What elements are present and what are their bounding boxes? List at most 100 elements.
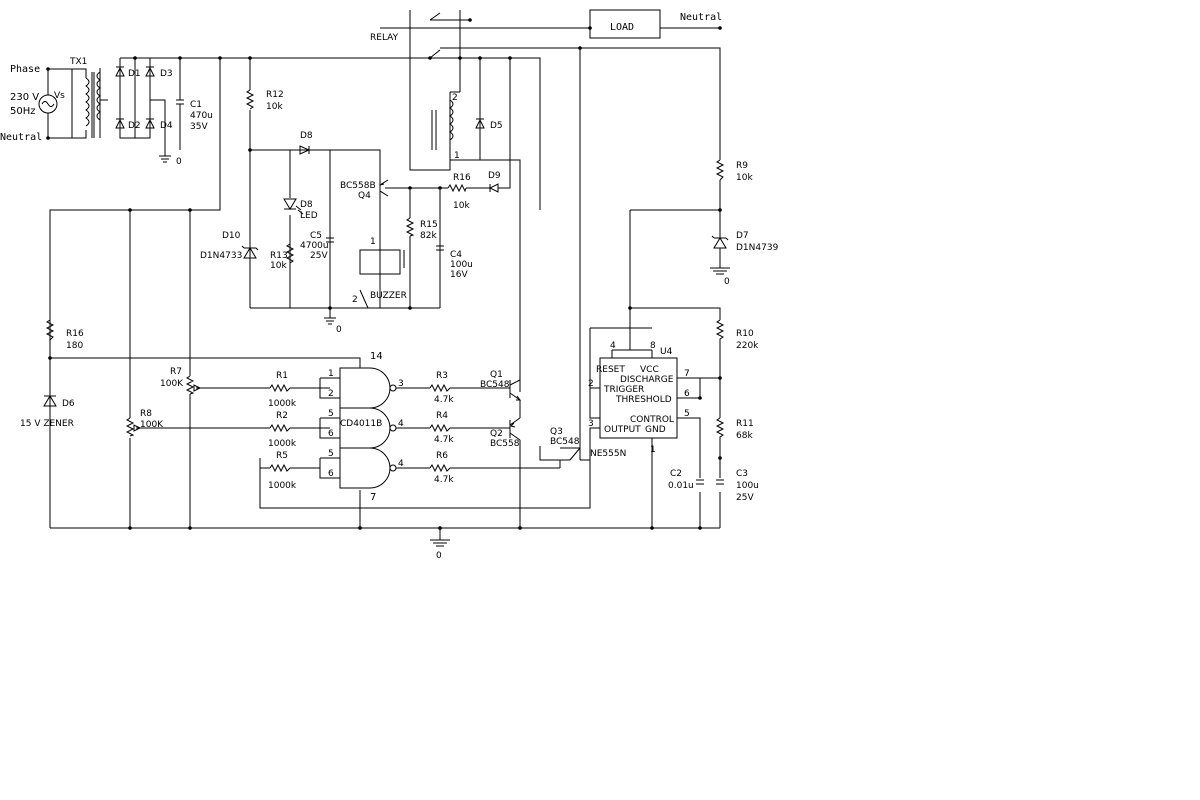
zener-d7 [711,235,729,249]
capacitor-c3 [716,479,724,485]
nand-gate-ic [339,367,397,489]
load-label: LOAD [610,22,634,33]
r6-label: R6 [436,451,448,461]
potentiometer-r7 [185,375,202,395]
phase-label: Phase [10,64,40,75]
r15-label: R15 [420,220,438,230]
resistor-r1 [269,383,291,393]
junction-dots [46,18,722,530]
d6-label: D6 [62,399,75,409]
neutral-output-label: Neutral [680,12,722,23]
bridge-rectifier [115,66,155,129]
transformer-label: TX1 [69,57,87,67]
resistor-r16-10k [447,183,467,193]
d5-label: D5 [490,121,503,131]
source-frequency-label: 50Hz [10,106,36,117]
d10-label: D10 [222,231,241,241]
d1-label: D1 [128,69,141,79]
load-box [589,9,661,39]
c1-voltage: 35V [190,122,208,132]
r1-value: 1000k [268,399,297,409]
r12-label: R12 [266,90,284,100]
led-label: LED [300,211,318,221]
r7-value: 100K [160,379,184,389]
gate1-pin-b: 2 [328,389,334,399]
capacitor-c4 [436,245,444,251]
d10-type: D1N4733 [200,251,242,261]
timer-reset: RESET [596,365,625,375]
r8-label: R8 [140,409,152,419]
gate3-pin-out: 4 [398,459,404,469]
resistor-r16-180 [45,319,55,341]
timer-output: OUTPUT [604,425,641,435]
buzzer [359,249,405,309]
d9-label: D9 [488,171,501,181]
r7-label: R7 [170,367,182,377]
r16a-value: 180 [66,341,83,351]
d3-label: D3 [160,69,173,79]
c5-value: 4700u [300,241,329,251]
diode-d8-series [299,145,311,155]
relay-pin-1: 1 [454,151,460,161]
r10-value: 220k [736,341,759,351]
ground-4-label: 0 [436,551,442,561]
led-d8 [283,198,304,215]
q4-type: BC558B [340,181,376,191]
resistor-r5 [269,463,291,473]
resistor-r12 [245,89,255,110]
source-voltage-label: 230 V [10,92,39,103]
relay-pin-2: 2 [452,93,458,103]
c4-value: 100u [450,260,473,270]
potentiometer-r8 [125,417,142,437]
timer-vcc: VCC [640,365,659,375]
ground-1-label: 0 [176,157,182,167]
gate1-pin-out: 3 [398,379,404,389]
r6-value: 4.7k [434,475,454,485]
gate-ic-gnd-pin: 7 [370,492,376,503]
resistor-r4 [429,423,451,433]
gate-ic-name: CD4011B [340,419,382,429]
r11-value: 68k [736,431,753,441]
gate3-pin-b: 6 [328,469,334,479]
c1-value: 470u [190,111,213,121]
r11-label: R11 [736,419,754,429]
ground-2-label: 0 [336,325,342,335]
timer-pin-2: 2 [588,379,594,389]
q1-label: Q1 [490,370,503,380]
resistor-r2 [269,423,291,433]
c3-value: 100u [736,481,759,491]
zener-d6 [43,395,57,407]
c2-value: 0.01u [668,481,694,491]
source-ref-label: Vs [54,91,65,101]
q4-label: Q4 [358,191,371,201]
gate2-pin-out: 4 [398,419,404,429]
r3-label: R3 [436,371,448,381]
diode-d9 [488,183,499,193]
d4-label: D4 [160,121,173,131]
timer-pin-4: 4 [610,341,616,351]
r16b-value: 10k [453,201,470,211]
gate2-pin-b: 6 [328,429,334,439]
c4-voltage: 16V [450,270,468,280]
r10-label: R10 [736,329,754,339]
transistor-q2 [509,417,521,441]
r9-value: 10k [736,173,753,183]
resistor-r6 [429,463,451,473]
gate2-pin-a: 5 [328,409,334,419]
q2-type: BC558 [490,439,520,449]
capacitor-c5 [326,237,334,243]
neutral-input-label: Neutral [0,132,42,143]
resistor-r10 [715,319,725,352]
resistor-r13 [285,243,295,264]
r13-value: 10k [270,261,287,271]
d8-label: D8 [300,131,313,141]
wires [48,10,721,540]
d7-label: D7 [736,231,749,241]
timer-trigger: TRIGGER [603,385,644,395]
capacitor-c1 [176,99,184,150]
timer-control: CONTROL [630,415,674,425]
buzzer-pin-1: 1 [370,237,376,247]
r8-value: 100K [140,420,164,430]
c5-label: C5 [310,231,322,241]
zener-d10 [241,245,259,259]
